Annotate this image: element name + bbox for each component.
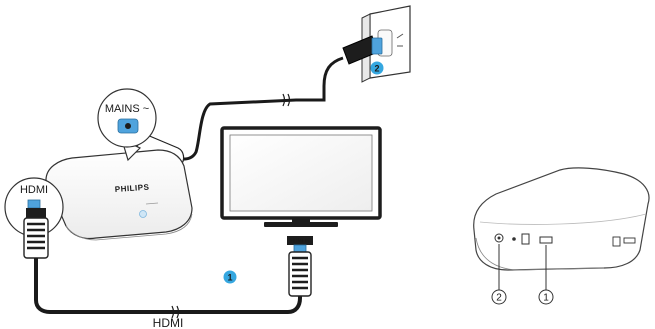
- hdmi-plug-right: [288, 251, 312, 297]
- power-led: [139, 210, 147, 218]
- mains-callout: MAINS ~: [97, 88, 157, 162]
- hdmi-cable-label: HDMI: [153, 316, 184, 329]
- step-2-number: 2: [374, 64, 379, 74]
- step-1-badge: 1: [223, 270, 237, 284]
- hdmi-in-port: HDMI IN: [287, 236, 313, 253]
- hdmi-cable: [34, 258, 302, 314]
- mains-plug: [342, 35, 383, 65]
- rear-usb-port: [612, 236, 621, 247]
- rear-reset-hole: [512, 237, 516, 241]
- wall-socket: [361, 5, 411, 83]
- brand-label: PHILIPS: [115, 183, 150, 194]
- hdmi-cable-break-mark: [171, 305, 180, 319]
- television: [220, 126, 382, 227]
- mains-label: MAINS ~: [105, 103, 149, 115]
- media-player: PHILIPS: [45, 149, 193, 241]
- hdmi-plug-left: [23, 208, 49, 259]
- rear-callout-1: 1: [538, 289, 554, 305]
- power-cable: [175, 56, 344, 161]
- rear-hdmi-port: [539, 236, 553, 244]
- rear-callout-1-number: 1: [543, 293, 549, 304]
- rear-callout-2: 2: [491, 289, 507, 305]
- hdmi-callout-label: HDMI: [20, 184, 48, 196]
- hdmi-port-icon: [27, 199, 41, 209]
- step-1-number: 1: [227, 273, 232, 283]
- rear-sd-slot: [623, 237, 636, 244]
- cable-break-mark: [282, 93, 291, 107]
- step-2-badge: 2: [370, 61, 384, 75]
- rear-callout-2-number: 2: [496, 293, 502, 304]
- rear-av-port: [521, 233, 530, 245]
- device-rear-view: [473, 167, 650, 290]
- hdmi-in-label: HDMI IN: [290, 239, 310, 245]
